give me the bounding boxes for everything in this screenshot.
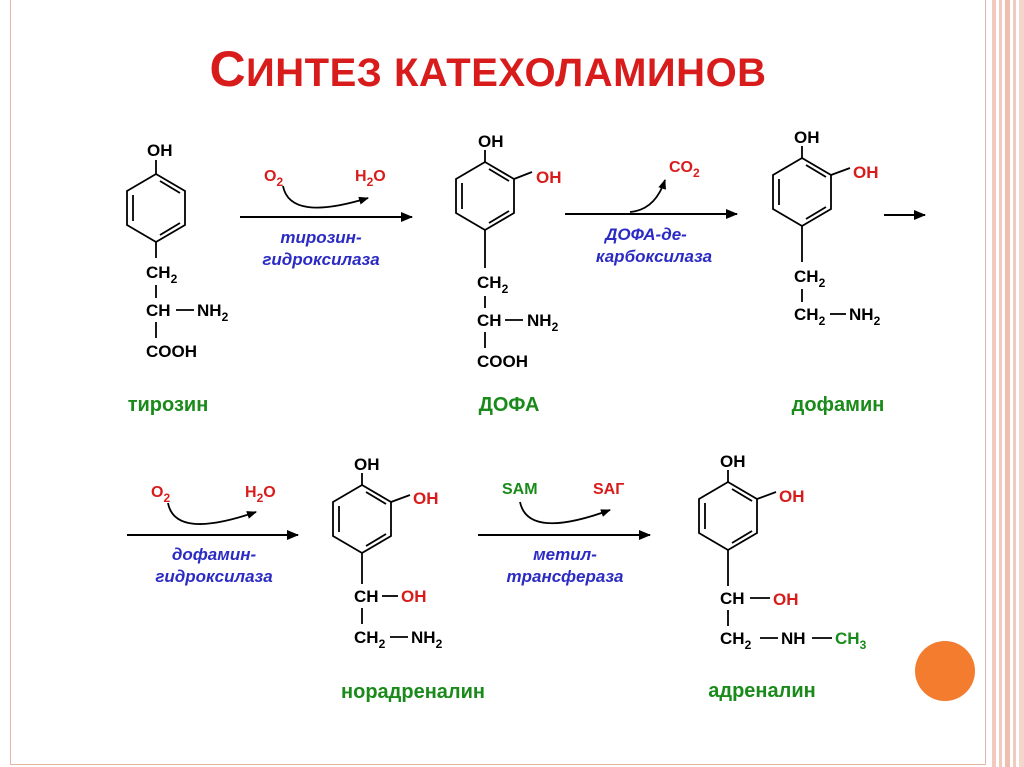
enzyme-label-line2: карбоксилаза <box>596 247 712 266</box>
decorative-circle <box>915 641 975 701</box>
hydroxyl-group-side: OH <box>773 590 799 609</box>
beta-carbon: CH <box>720 589 745 608</box>
reagent-out: H2O <box>245 484 276 505</box>
carboxyl-group: COOH <box>477 352 528 371</box>
hydroxyl-group-meta: OH <box>536 168 562 187</box>
compound-name-adrenaline: адреналин <box>708 680 815 702</box>
compound-tyrosine: OH CH2 CH NH2 COOH тирозин <box>126 141 229 416</box>
hydroxyl-group-meta: OH <box>779 487 805 506</box>
hydroxyl-group-meta: OH <box>853 163 879 182</box>
reagent-in: O2 <box>264 168 283 189</box>
carboxyl-group: COOH <box>146 342 197 361</box>
slide-frame <box>10 0 986 765</box>
benzene-ring <box>698 470 832 639</box>
hydroxyl-group: OH <box>354 455 380 474</box>
enzyme-label-line2: гидроксилаза <box>262 250 379 269</box>
amino-group: NH2 <box>527 311 559 334</box>
enzyme-label-line1: ДОФА-де- <box>603 225 687 244</box>
compound-name-tyrosine: тирозин <box>128 394 209 416</box>
amine-group: NH <box>781 629 806 648</box>
methylene-group: CH2 <box>354 628 386 651</box>
alpha-carbon: CH <box>146 301 171 320</box>
amino-group: NH2 <box>197 301 229 324</box>
compound-name-dopa: ДОФА <box>479 394 540 416</box>
curved-arrow <box>282 185 369 209</box>
reaction-3: O2 H2O дофамин- гидроксилаза <box>127 484 299 586</box>
reaction-4: SAM SAГ метил- трансфераза <box>478 481 651 586</box>
enzyme-label-line1: метил- <box>533 545 597 564</box>
methylene-group: CH2 <box>720 629 752 652</box>
compound-dopamine: OH OH CH2 CH2 NH2 дофамин <box>772 128 885 416</box>
reagent-out: CO2 <box>669 159 700 180</box>
hydroxyl-group-side: OH <box>401 587 427 606</box>
reagent-in: SAM <box>502 481 538 498</box>
compound-adrenaline: OH OH CH OH CH2 NH CH3 адреналин <box>698 452 867 702</box>
enzyme-label-line1: дофамин- <box>172 545 257 564</box>
reaction-1: O2 H2O тирозин- гидроксилаза <box>240 168 413 269</box>
reagent-out: SAГ <box>593 481 624 498</box>
benzene-ring <box>332 473 411 638</box>
compound-name-noradrenaline: норадреналин <box>341 681 485 703</box>
reagent-out: H2O <box>355 168 386 189</box>
hydroxyl-group-meta: OH <box>413 489 439 508</box>
reaction-2: CO2 ДОФА-де- карбоксилаза <box>565 159 738 266</box>
curved-arrow <box>519 501 611 525</box>
enzyme-label-line2: гидроксилаза <box>155 567 272 586</box>
hydroxyl-group: OH <box>478 132 504 151</box>
curved-arrow <box>629 179 666 213</box>
methylene-group: CH2 <box>146 263 178 286</box>
methyl-group: CH3 <box>835 629 867 652</box>
benzene-ring <box>772 146 851 315</box>
ethylamine-carbon: CH2 <box>794 305 826 328</box>
methylene-group: CH2 <box>794 267 826 290</box>
curved-arrow <box>167 502 257 525</box>
reagent-in: O2 <box>151 484 170 505</box>
benzene-ring <box>126 160 194 338</box>
amino-group: NH2 <box>411 628 443 651</box>
benzene-ring <box>455 150 533 348</box>
alpha-carbon: CH <box>477 311 502 330</box>
compound-name-dopamine: дофамин <box>792 394 885 416</box>
hydroxyl-group: OH <box>794 128 820 147</box>
hydroxyl-group: OH <box>720 452 746 471</box>
amino-group: NH2 <box>849 305 881 328</box>
hydroxyl-group: OH <box>147 141 173 160</box>
methylene-group: CH2 <box>477 273 509 296</box>
compound-noradrenaline: OH OH CH OH CH2 NH2 норадреналин <box>332 455 485 703</box>
compound-dopa: OH OH CH2 CH NH2 COOH ДОФА <box>455 132 562 416</box>
beta-carbon: CH <box>354 587 379 606</box>
enzyme-label-line1: тирозин- <box>280 228 362 247</box>
enzyme-label-line2: трансфераза <box>507 567 624 586</box>
slide-title: Синтез катехоламинов <box>209 41 767 97</box>
